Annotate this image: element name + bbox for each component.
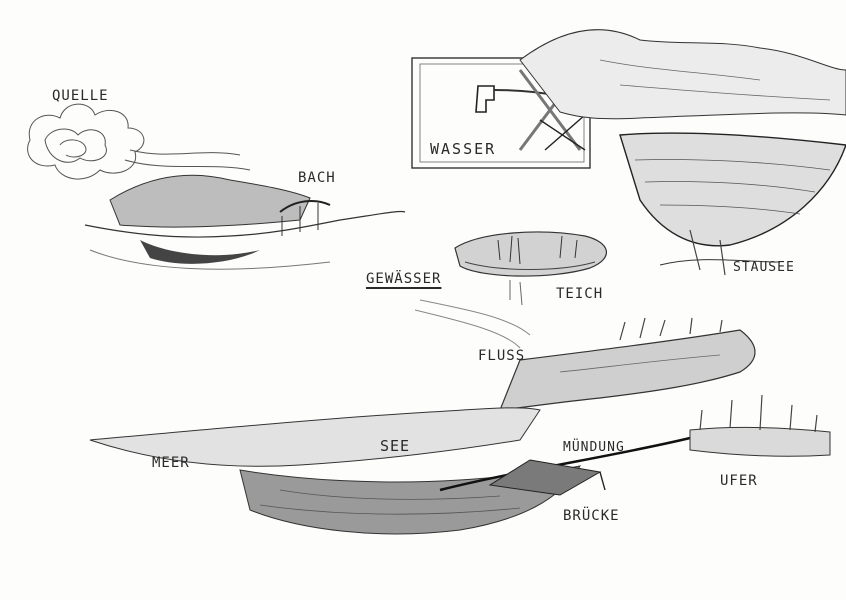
label-pond: TEICH <box>556 286 604 302</box>
river-bank <box>689 394 831 457</box>
label-reservoir: STAUSEE <box>733 260 795 275</box>
creek-bank <box>84 174 406 270</box>
label-bridge: BRÜCKE <box>563 508 620 524</box>
label-waters-title: GEWÄSSER <box>366 271 442 287</box>
label-sea: MEER <box>152 455 190 471</box>
label-estuary: MÜNDUNG <box>563 440 625 455</box>
label-creek: BACH <box>298 170 336 186</box>
bridge <box>439 436 691 496</box>
pond <box>454 231 608 306</box>
label-spring: QUELLE <box>52 88 109 104</box>
river-flow <box>414 299 531 349</box>
label-lake: SEE <box>380 437 411 455</box>
label-shore: UFER <box>720 473 758 489</box>
label-water: WASSER <box>430 140 497 158</box>
spring-swirl <box>27 103 251 180</box>
label-river: FLUSS <box>478 348 526 364</box>
dam-wall <box>619 132 846 276</box>
mountain-range <box>519 29 846 120</box>
river <box>499 317 756 411</box>
